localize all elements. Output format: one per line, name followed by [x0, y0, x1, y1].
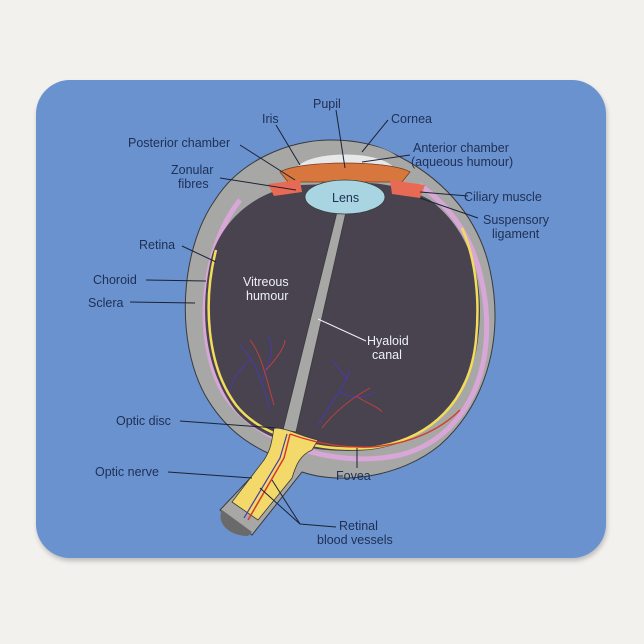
label-posterior-chamber: Posterior chamber	[128, 136, 230, 150]
label-suspensory-1: Suspensory	[483, 213, 550, 227]
label-hyaloid-1: Hyaloid	[367, 334, 409, 348]
label-anterior-chamber-2: (aqueous humour)	[411, 155, 513, 169]
label-suspensory-2: ligament	[492, 227, 540, 241]
label-cornea: Cornea	[391, 112, 432, 126]
central-artery	[247, 433, 291, 521]
central-vein	[243, 433, 288, 519]
label-zonular-2: fibres	[178, 177, 209, 191]
label-sclera: Sclera	[88, 296, 123, 310]
fundus-vessels	[229, 334, 383, 429]
label-optic-nerve: Optic nerve	[95, 465, 159, 479]
label-anterior-chamber-1: Anterior chamber	[413, 141, 509, 155]
label-ciliary-muscle: Ciliary muscle	[464, 190, 542, 204]
retina	[207, 227, 479, 450]
label-iris: Iris	[262, 112, 279, 126]
label-vitreous-2: humour	[246, 289, 288, 303]
choroid	[202, 182, 490, 462]
label-retina: Retina	[139, 238, 175, 252]
label-retinal-vessels-1: Retinal	[339, 519, 378, 533]
label-pupil: Pupil	[313, 97, 341, 111]
label-vitreous-1: Vitreous	[243, 275, 289, 289]
ciliary-body-right	[390, 180, 425, 198]
label-fovea: Fovea	[336, 469, 371, 483]
anterior-segment	[268, 142, 425, 215]
label-lens: Lens	[332, 191, 359, 205]
iris	[279, 162, 411, 183]
optic-nerve	[220, 409, 461, 536]
label-optic-disc: Optic disc	[116, 414, 171, 428]
label-choroid: Choroid	[93, 273, 137, 287]
label-zonular-1: Zonular	[171, 163, 213, 177]
label-hyaloid-2: canal	[372, 348, 402, 362]
label-retinal-vessels-2: blood vessels	[317, 533, 393, 547]
vitreous-body	[205, 182, 480, 451]
labels: Pupil Iris Cornea Posterior chamber Ante…	[88, 97, 550, 547]
lens	[304, 179, 386, 215]
